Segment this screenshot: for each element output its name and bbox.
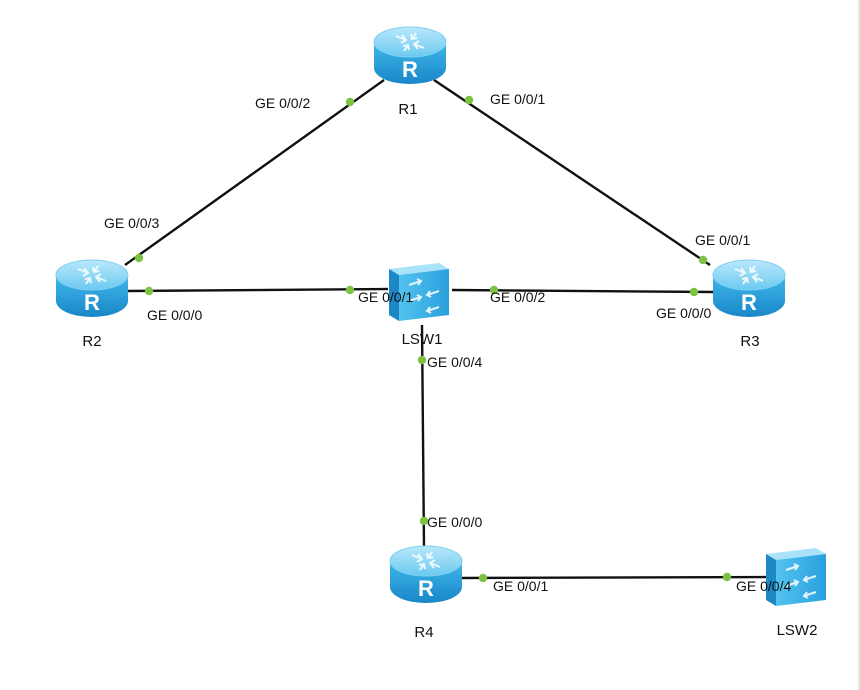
port-dot-r2-ge000 [144, 286, 154, 296]
port-dot-r1-ge001 [464, 95, 474, 105]
device-label-r3: R3 [740, 333, 759, 350]
links [124, 79, 771, 580]
device-lsw2[interactable]: LSW2 [765, 547, 827, 639]
port-dot-r2-ge003 [134, 253, 144, 263]
port-dot-r1-ge002 [345, 97, 355, 107]
router-icon [389, 545, 463, 604]
router-icon [55, 259, 129, 318]
port-label-lsw1-ge002: GE 0/0/2 [490, 289, 545, 305]
window-right-edge [858, 0, 860, 690]
port-labels: GE 0/0/2 GE 0/0/1 GE 0/0/3 GE 0/0/1 GE 0… [104, 91, 791, 594]
device-lsw1[interactable]: LSW1 [388, 262, 450, 348]
link-r2-lsw1[interactable] [125, 287, 389, 293]
port-dot-lsw2-ge004 [722, 572, 732, 582]
port-label-lsw2-ge004: GE 0/0/4 [736, 578, 791, 594]
port-dot-lsw1-ge002 [489, 285, 499, 295]
port-dot-r4-ge001 [478, 573, 488, 583]
port-dots [134, 95, 732, 583]
device-label-r1: R1 [398, 101, 417, 118]
port-label-lsw1-ge001: GE 0/0/1 [358, 289, 413, 305]
device-label-r2: R2 [82, 333, 101, 350]
device-r3[interactable]: R3 [712, 259, 786, 350]
port-label-r2-ge000: GE 0/0/0 [147, 307, 202, 323]
device-r1[interactable]: R1 [373, 26, 447, 118]
device-r4[interactable]: R4 [389, 545, 463, 641]
router-icon [373, 26, 447, 85]
port-dot-lsw1-ge001 [345, 285, 355, 295]
port-label-r4-ge000: GE 0/0/0 [427, 514, 482, 530]
port-dot-r3-ge000 [689, 287, 699, 297]
router-icon [712, 259, 786, 318]
port-label-r2-ge003: GE 0/0/3 [104, 215, 159, 231]
port-label-r4-ge001: GE 0/0/1 [493, 578, 548, 594]
device-label-r4: R4 [414, 624, 433, 641]
device-r2[interactable]: R2 [55, 259, 129, 350]
switch-icon [765, 547, 827, 607]
port-label-lsw1-ge004: GE 0/0/4 [427, 354, 482, 370]
link-r4-lsw2[interactable] [459, 575, 771, 580]
link-r1-r2[interactable] [124, 79, 385, 266]
port-dot-lsw1-ge004 [417, 355, 427, 365]
device-label-lsw1: LSW1 [402, 331, 443, 348]
device-label-lsw2: LSW2 [777, 622, 818, 639]
link-r1-r3[interactable] [433, 79, 711, 266]
port-label-r1-ge001: GE 0/0/1 [490, 91, 545, 107]
port-dot-r3-ge001 [698, 255, 708, 265]
port-dot-r4-ge000 [419, 516, 429, 526]
port-label-r3-ge001: GE 0/0/1 [695, 232, 750, 248]
port-label-r1-ge002: GE 0/0/2 [255, 95, 310, 111]
port-label-r3-ge000: GE 0/0/0 [656, 305, 711, 321]
